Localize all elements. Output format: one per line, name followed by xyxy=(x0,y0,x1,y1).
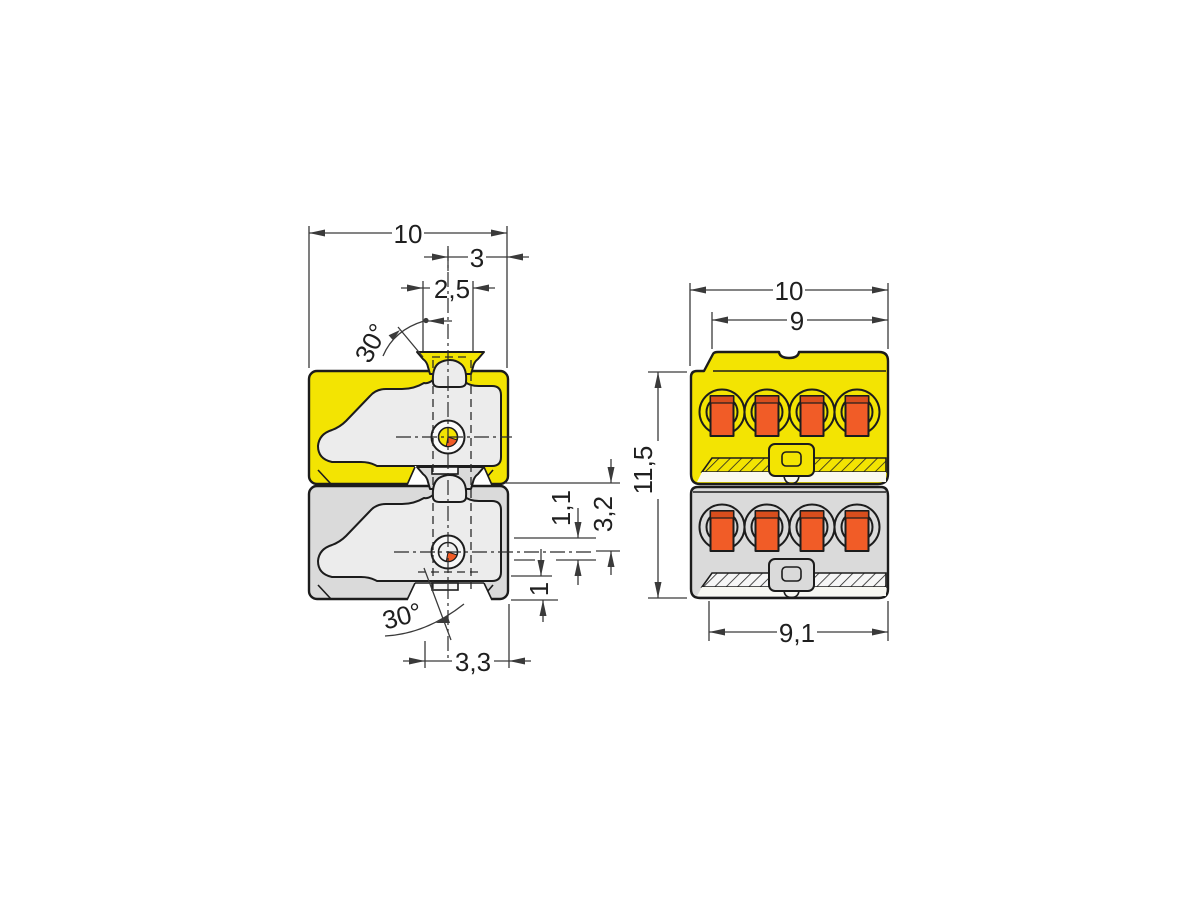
front-lower-latch-tab-inner xyxy=(781,566,802,582)
dim-front-overall-width: 10 xyxy=(775,276,804,306)
side-lower-notch-left-edge xyxy=(406,582,416,601)
angle-bottom-arc xyxy=(384,603,465,637)
angle-top-arc xyxy=(382,320,425,357)
angle-top-vertex-dot xyxy=(423,317,429,324)
dim-side-right-offset: 3 xyxy=(470,243,484,273)
front-upper-poles xyxy=(698,388,881,437)
angle-bottom-flank-line xyxy=(423,567,452,641)
side-lower-clamp-spring-wedge xyxy=(445,551,458,563)
side-view: 10 3 2,5 30° 30° 3,3 xyxy=(307,219,620,677)
dim-side-latch-1-1: 1,1 xyxy=(546,490,576,526)
side-upper-notch-right-edge xyxy=(483,466,493,486)
dim-side-latch-3-2: 3,2 xyxy=(588,496,618,532)
front-view: 10 9 11,5 9,1 xyxy=(628,276,890,648)
side-lower-left-chamfer xyxy=(317,584,332,600)
front-upper-latch-arc xyxy=(783,475,800,485)
side-lower-notch-right-edge xyxy=(483,582,493,601)
side-upper-clamp-spring-wedge xyxy=(445,436,458,448)
front-lower-latch-arc xyxy=(783,590,800,599)
side-lower-latch-window xyxy=(431,582,459,591)
dim-side-angle-top: 30° xyxy=(349,319,394,368)
front-lower-push-buttons xyxy=(709,510,870,552)
side-junction-latch-window xyxy=(431,466,459,475)
dim-side-opening-width: 2,5 xyxy=(434,274,470,304)
dim-front-height: 11,5 xyxy=(628,446,658,495)
side-junction-dome xyxy=(431,474,468,503)
dim-side-overall-width: 10 xyxy=(394,219,423,249)
front-upper-latch-tab-inner xyxy=(781,451,802,467)
side-upper-left-chamfer xyxy=(317,469,332,485)
side-upper-dome xyxy=(431,359,468,388)
front-lower-poles xyxy=(698,503,881,552)
dim-front-bottom-width: 9,1 xyxy=(779,618,815,648)
dim-side-bottom-offset: 3,3 xyxy=(455,647,491,677)
dim-front-pole-span: 9 xyxy=(790,306,804,336)
dim-side-latch-1: 1 xyxy=(524,582,554,596)
front-upper-push-buttons xyxy=(709,395,870,437)
side-upper-notch-left-edge xyxy=(406,466,416,486)
